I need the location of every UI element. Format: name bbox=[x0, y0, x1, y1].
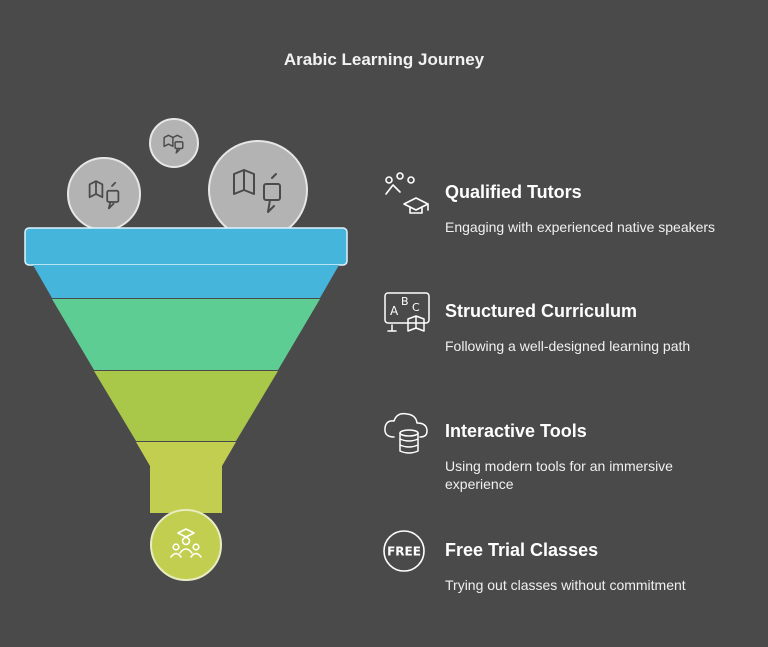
cloud-database-icon bbox=[384, 412, 428, 454]
funnel-stage-4 bbox=[136, 442, 236, 513]
svg-text:B: B bbox=[401, 295, 409, 308]
funnel-stage-2 bbox=[52, 299, 320, 370]
funnel-stage-1 bbox=[33, 265, 339, 298]
stage-title: Structured Curriculum bbox=[445, 301, 638, 321]
stage-title: Free Trial Classes bbox=[445, 540, 599, 560]
stage-title: Qualified Tutors bbox=[445, 182, 582, 202]
abc-book-icon: A B C bbox=[384, 292, 430, 332]
students-graduate-icon bbox=[170, 528, 202, 558]
funnel-outcome bbox=[150, 509, 222, 581]
free-badge-icon: FREE bbox=[383, 530, 425, 572]
tutor-graduation-icon bbox=[385, 172, 429, 214]
book-chat-icon bbox=[88, 180, 120, 210]
stage-description: Engaging with experienced native speaker… bbox=[445, 219, 716, 235]
book-chat-icon bbox=[233, 169, 281, 213]
free-badge-text: FREE bbox=[387, 545, 421, 559]
stage-title: Interactive Tools bbox=[445, 421, 587, 441]
funnel-rim bbox=[24, 227, 348, 266]
svg-text:A: A bbox=[390, 304, 399, 318]
input-bubble-right bbox=[208, 140, 308, 240]
svg-text:C: C bbox=[412, 301, 420, 314]
input-bubble-left bbox=[67, 157, 141, 231]
diagram-title: Arabic Learning Journey bbox=[283, 50, 485, 69]
funnel-stage-3 bbox=[94, 371, 278, 441]
stage-description: Using modern tools for an immersive expe… bbox=[445, 458, 673, 492]
book-chat-icon bbox=[163, 134, 184, 154]
stage-description: Following a well-designed learning path bbox=[445, 338, 691, 354]
input-bubble-small bbox=[149, 118, 199, 168]
stage-description: Trying out classes without commitment bbox=[445, 577, 686, 593]
